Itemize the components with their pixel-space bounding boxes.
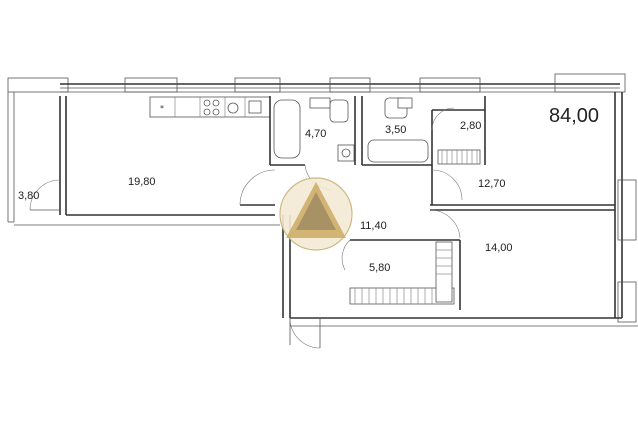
- bathroom-1-walls: [269, 96, 356, 191]
- room-area-living-kitchen: 19,80: [128, 176, 156, 188]
- room-area-hall: 11,40: [360, 220, 387, 232]
- entrance-door: [289, 317, 321, 349]
- closet-walls: [431, 96, 486, 165]
- kitchen-units: *: [149, 96, 271, 118]
- exterior-walls: [14, 92, 638, 327]
- room-area-bathroom-1: 4,70: [305, 128, 327, 140]
- svg-text:*: *: [160, 104, 164, 113]
- hall-walls: [239, 165, 615, 310]
- balcony-frame: [7, 77, 69, 223]
- logo-seal: [279, 177, 353, 251]
- room-area-bedroom-2: 14,00: [485, 242, 513, 254]
- wardrobe-shelving: [349, 241, 455, 305]
- bathroom-2-walls: [337, 96, 433, 166]
- room-area-closet: 2,80: [460, 120, 482, 132]
- room-area-wardrobe: 5,80: [369, 262, 391, 274]
- room-area-bathroom-2: 3,50: [385, 124, 407, 136]
- window-strip-top: [60, 73, 626, 93]
- total-area-label: 84,00: [549, 105, 600, 127]
- balcony-door: [29, 179, 61, 211]
- room-area-balcony: 3,80: [18, 190, 40, 202]
- room-area-bedroom-1: 12,70: [478, 178, 506, 190]
